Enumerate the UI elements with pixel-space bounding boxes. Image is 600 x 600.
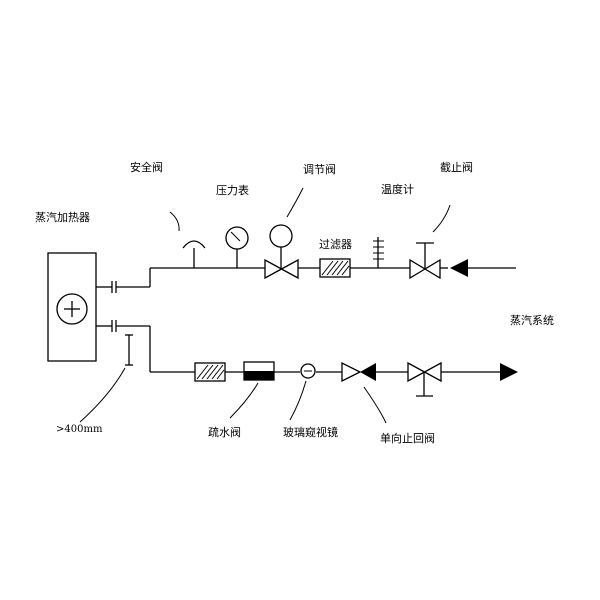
check-valve-label: 单向止回阀	[380, 431, 435, 445]
steam-heater	[47, 252, 97, 362]
pressure-gauge-label: 压力表	[216, 183, 249, 197]
pressure-gauge	[225, 226, 249, 268]
sight-glass	[289, 363, 316, 421]
shutoff-valve-label: 截止阀	[440, 160, 473, 174]
shutoff-valve	[409, 204, 451, 280]
drain-box	[194, 362, 226, 382]
heater-label: 蒸汽加热器	[35, 210, 90, 224]
upper-flange	[96, 281, 150, 293]
height-note-label: >400mm	[56, 424, 103, 435]
circle-plus-icon	[56, 293, 88, 325]
height-dimension	[79, 334, 133, 423]
steam-system-label: 蒸汽系统	[510, 313, 554, 327]
sight-glass-label: 玻璃窥视镜	[283, 425, 338, 439]
drain-valve	[229, 361, 275, 419]
condensate-pipe	[149, 326, 458, 373]
thermometer-label: 温度计	[381, 182, 414, 196]
lower-flange	[96, 320, 150, 332]
drain-valve-label: 疏水阀	[208, 425, 241, 439]
filter	[319, 258, 351, 278]
regulating-valve	[264, 187, 304, 280]
arrow-left-icon	[450, 259, 516, 277]
outlet-valve	[407, 361, 442, 397]
safety-valve-label: 安全阀	[130, 160, 163, 174]
regulating-valve-label: 调节阀	[303, 162, 336, 176]
thermometer	[373, 237, 384, 268]
steam-inlet-pipe	[149, 267, 448, 287]
filter-label: 过滤器	[319, 238, 352, 251]
safety-valve	[169, 211, 206, 268]
arrow-right-icon	[458, 363, 518, 381]
check-valve	[341, 361, 387, 424]
